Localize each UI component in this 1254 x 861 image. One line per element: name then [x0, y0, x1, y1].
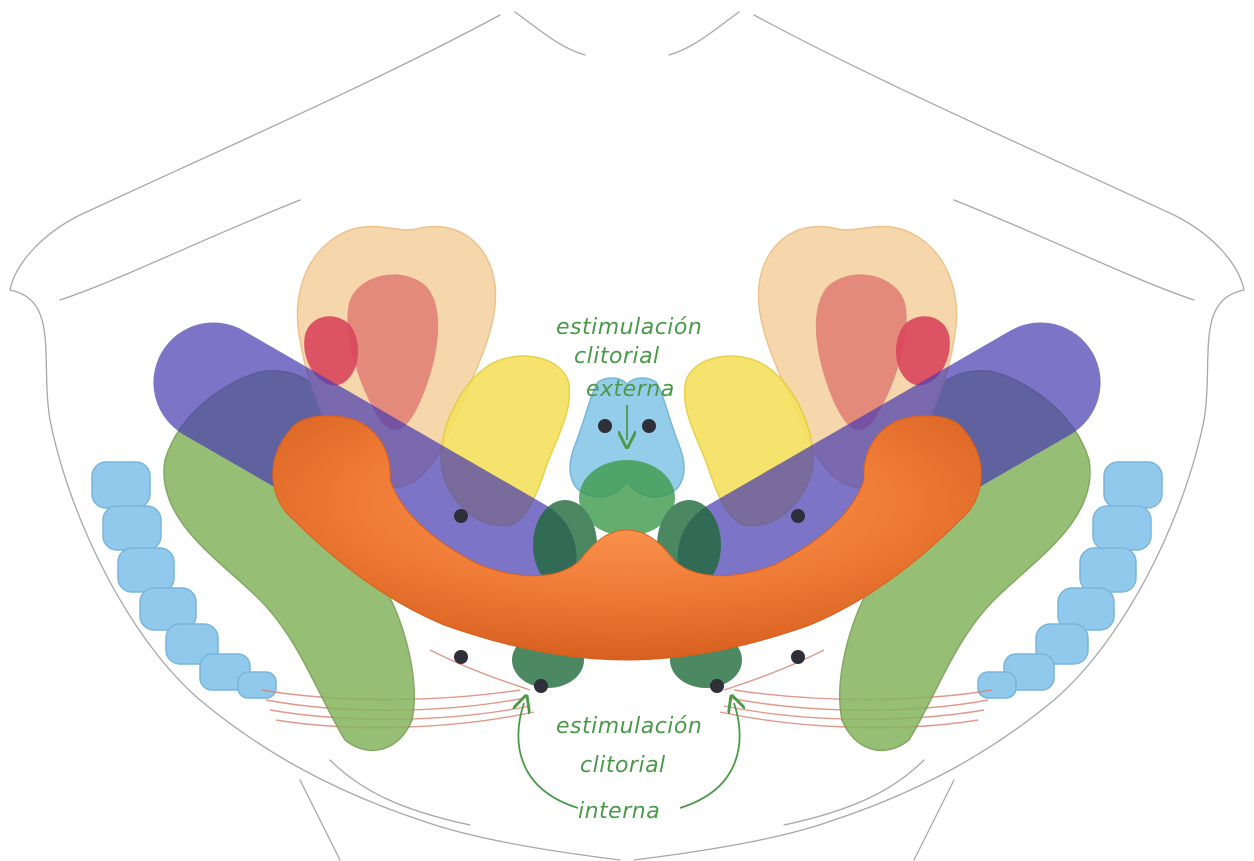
external-annotation: estimulación clitorial externa	[556, 315, 702, 402]
external-label-line1: estimulación	[556, 315, 702, 340]
nerve-point-icon	[791, 509, 805, 523]
nerve-point-icon	[598, 419, 612, 433]
nerve-point-icon	[454, 509, 468, 523]
nerve-point-icon	[454, 650, 468, 664]
nerve-point-icon	[791, 650, 805, 664]
external-label-line2: clitorial	[574, 344, 660, 369]
internal-label-line2: clitorial	[580, 753, 666, 778]
external-label-line3: externa	[586, 377, 675, 402]
nerve-point-icon	[710, 679, 724, 693]
internal-label-line3: interna	[578, 799, 660, 824]
nerve-point-icon	[534, 679, 548, 693]
nerve-point-icon	[642, 419, 656, 433]
internal-label-line1: estimulación	[556, 714, 702, 739]
